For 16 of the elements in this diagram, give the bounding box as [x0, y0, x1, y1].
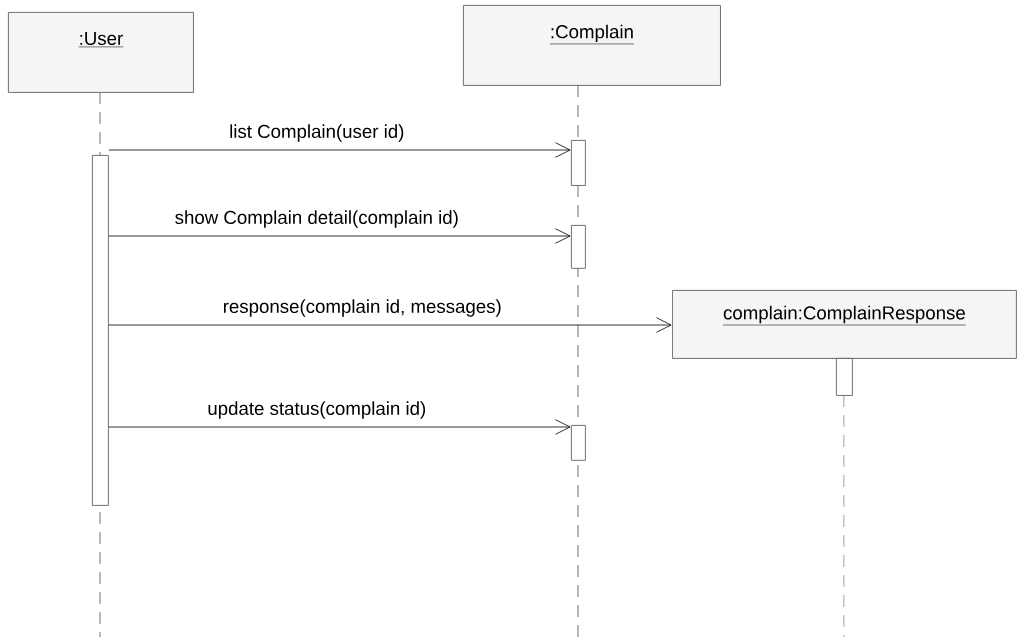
message-label: response(complain id, messages) [221, 298, 504, 319]
object-box: complain:ComplainResponse [672, 290, 1017, 359]
object-box: :User [8, 12, 194, 93]
message-arrow [108, 228, 571, 244]
object-box: :Complain [463, 5, 721, 86]
activation-bar [571, 425, 586, 461]
message-arrow [108, 419, 571, 435]
message-label: list Complain(user id) [227, 123, 406, 144]
message-arrow [108, 317, 672, 333]
activation-bar [836, 358, 853, 396]
activation-bar [571, 140, 586, 186]
message-label: show Complain detail(complain id) [173, 209, 461, 230]
message-arrow [108, 142, 571, 158]
message-label: update status(complain id) [206, 400, 428, 421]
activation-bar [571, 225, 586, 269]
activation-bar [92, 155, 109, 506]
